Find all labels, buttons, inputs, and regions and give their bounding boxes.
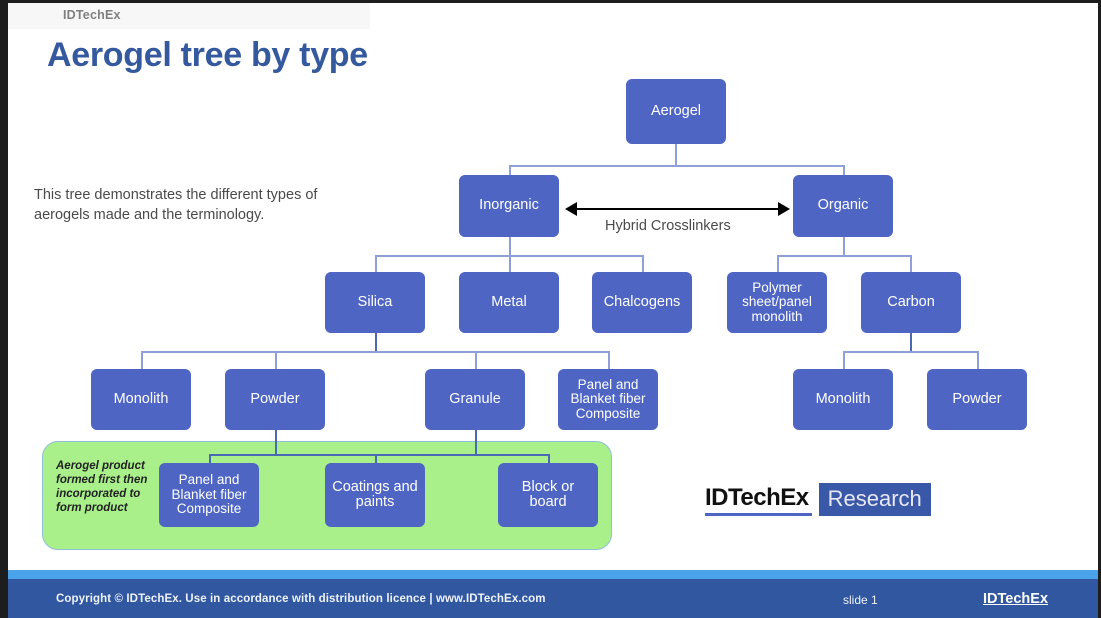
node-product-panel-blanket-fiber-composite[interactable]: Panel and Blanket fiber Composite xyxy=(159,463,259,527)
connector-organic-stem xyxy=(843,236,845,256)
hybrid-crosslinkers-label: Hybrid Crosslinkers xyxy=(605,218,731,234)
logo-primary-text: IDTechEx xyxy=(705,483,812,516)
node-silica-monolith[interactable]: Monolith xyxy=(91,369,191,430)
node-label: Granule xyxy=(449,390,501,407)
connector-root-to-inorganic xyxy=(509,165,511,179)
node-metal[interactable]: Metal xyxy=(459,272,559,333)
node-label: Aerogel xyxy=(651,102,701,119)
node-label: Organic xyxy=(817,197,869,214)
window-right-border xyxy=(1098,0,1101,618)
connector-silica-to-panel xyxy=(608,351,610,369)
footer-slide-number: slide 1 xyxy=(843,593,878,607)
slide-description: This tree demonstrates the different typ… xyxy=(34,187,318,223)
arrow-shaft xyxy=(575,208,780,211)
node-label: Block or board xyxy=(521,478,575,510)
footer-accent-strip xyxy=(8,570,1098,579)
connector-carbon-to-powder xyxy=(977,351,979,369)
node-label: Silica xyxy=(357,293,393,310)
idtechex-research-logo: IDTechEx Research xyxy=(705,483,931,516)
node-label: Chalcogens xyxy=(603,293,681,310)
node-label: Coatings and paints xyxy=(332,478,418,510)
connector-product-bar xyxy=(209,454,549,456)
connector-product-to-coatings xyxy=(375,454,377,468)
page-title: Aerogel tree by type xyxy=(47,36,368,74)
connector-root-bar xyxy=(509,165,844,167)
connector-inorganic-stem xyxy=(509,236,511,256)
app-header-label: IDTechEx xyxy=(63,8,121,22)
node-label: Powder xyxy=(952,390,1002,407)
node-product-block-or-board[interactable]: Block or board xyxy=(498,463,598,527)
footer-brand-link[interactable]: IDTechEx xyxy=(983,591,1049,607)
node-silica[interactable]: Silica xyxy=(325,272,425,333)
connector-inorganic-to-chalcogens xyxy=(642,255,644,273)
connector-silica-to-powder xyxy=(275,351,277,369)
connector-product-to-block xyxy=(548,454,550,468)
window-left-border xyxy=(0,0,8,618)
node-label: Polymer sheet/panel monolith xyxy=(742,279,812,324)
connector-carbon-stem xyxy=(910,332,912,352)
node-label: Monolith xyxy=(113,390,169,407)
node-carbon-monolith[interactable]: Monolith xyxy=(793,369,893,430)
connector-root-to-organic xyxy=(843,165,845,179)
node-chalcogens[interactable]: Chalcogens xyxy=(592,272,692,333)
logo-secondary-text: Research xyxy=(818,483,931,516)
connector-silica-stem xyxy=(375,332,377,352)
connector-silica-to-monolith xyxy=(141,351,143,369)
node-inorganic[interactable]: Inorganic xyxy=(459,175,559,237)
connector-granule-down xyxy=(475,429,477,455)
arrow-right-head-icon xyxy=(778,202,790,216)
node-label: Metal xyxy=(491,293,527,310)
node-label: Panel and Blanket fiber Composite xyxy=(570,376,646,421)
connector-organic-bar xyxy=(777,255,911,257)
connector-inorganic-to-metal xyxy=(509,255,511,273)
connector-organic-to-polymer xyxy=(777,255,779,273)
node-label: Carbon xyxy=(887,293,935,310)
node-silica-panel-blanket-fiber-composite[interactable]: Panel and Blanket fiber Composite xyxy=(558,369,658,430)
connector-inorganic-to-silica xyxy=(375,255,377,273)
connector-carbon-to-monolith xyxy=(843,351,845,369)
connector-root-stem xyxy=(675,144,677,166)
connector-carbon-bar xyxy=(843,351,977,353)
node-label: Powder xyxy=(250,390,300,407)
node-label: Inorganic xyxy=(479,197,539,214)
node-silica-powder[interactable]: Powder xyxy=(225,369,325,430)
connector-product-to-panel xyxy=(209,454,211,468)
node-label: Panel and Blanket fiber Composite xyxy=(171,472,247,517)
node-product-coatings-and-paints[interactable]: Coatings and paints xyxy=(325,463,425,527)
connector-powder-down xyxy=(275,429,277,455)
node-label: Monolith xyxy=(815,390,871,407)
node-carbon-powder[interactable]: Powder xyxy=(927,369,1027,430)
connector-silica-bar xyxy=(141,351,609,353)
node-aerogel[interactable]: Aerogel xyxy=(626,79,726,144)
node-silica-granule[interactable]: Granule xyxy=(425,369,525,430)
window-top-border xyxy=(0,0,1101,3)
connector-silica-to-granule xyxy=(475,351,477,369)
node-polymer-sheet-panel-monolith[interactable]: Polymer sheet/panel monolith xyxy=(727,272,827,333)
footer-copyright: Copyright © IDTechEx. Use in accordance … xyxy=(56,593,546,605)
product-group-note: Aerogel product formed first then incorp… xyxy=(56,460,148,514)
app-header-bar: IDTechEx xyxy=(8,3,370,29)
arrow-left-head-icon xyxy=(565,202,577,216)
footer-bar: Copyright © IDTechEx. Use in accordance … xyxy=(8,579,1098,618)
hybrid-crosslinkers-arrow xyxy=(565,202,790,216)
node-carbon[interactable]: Carbon xyxy=(861,272,961,333)
node-organic[interactable]: Organic xyxy=(793,175,893,237)
connector-organic-to-carbon xyxy=(910,255,912,273)
